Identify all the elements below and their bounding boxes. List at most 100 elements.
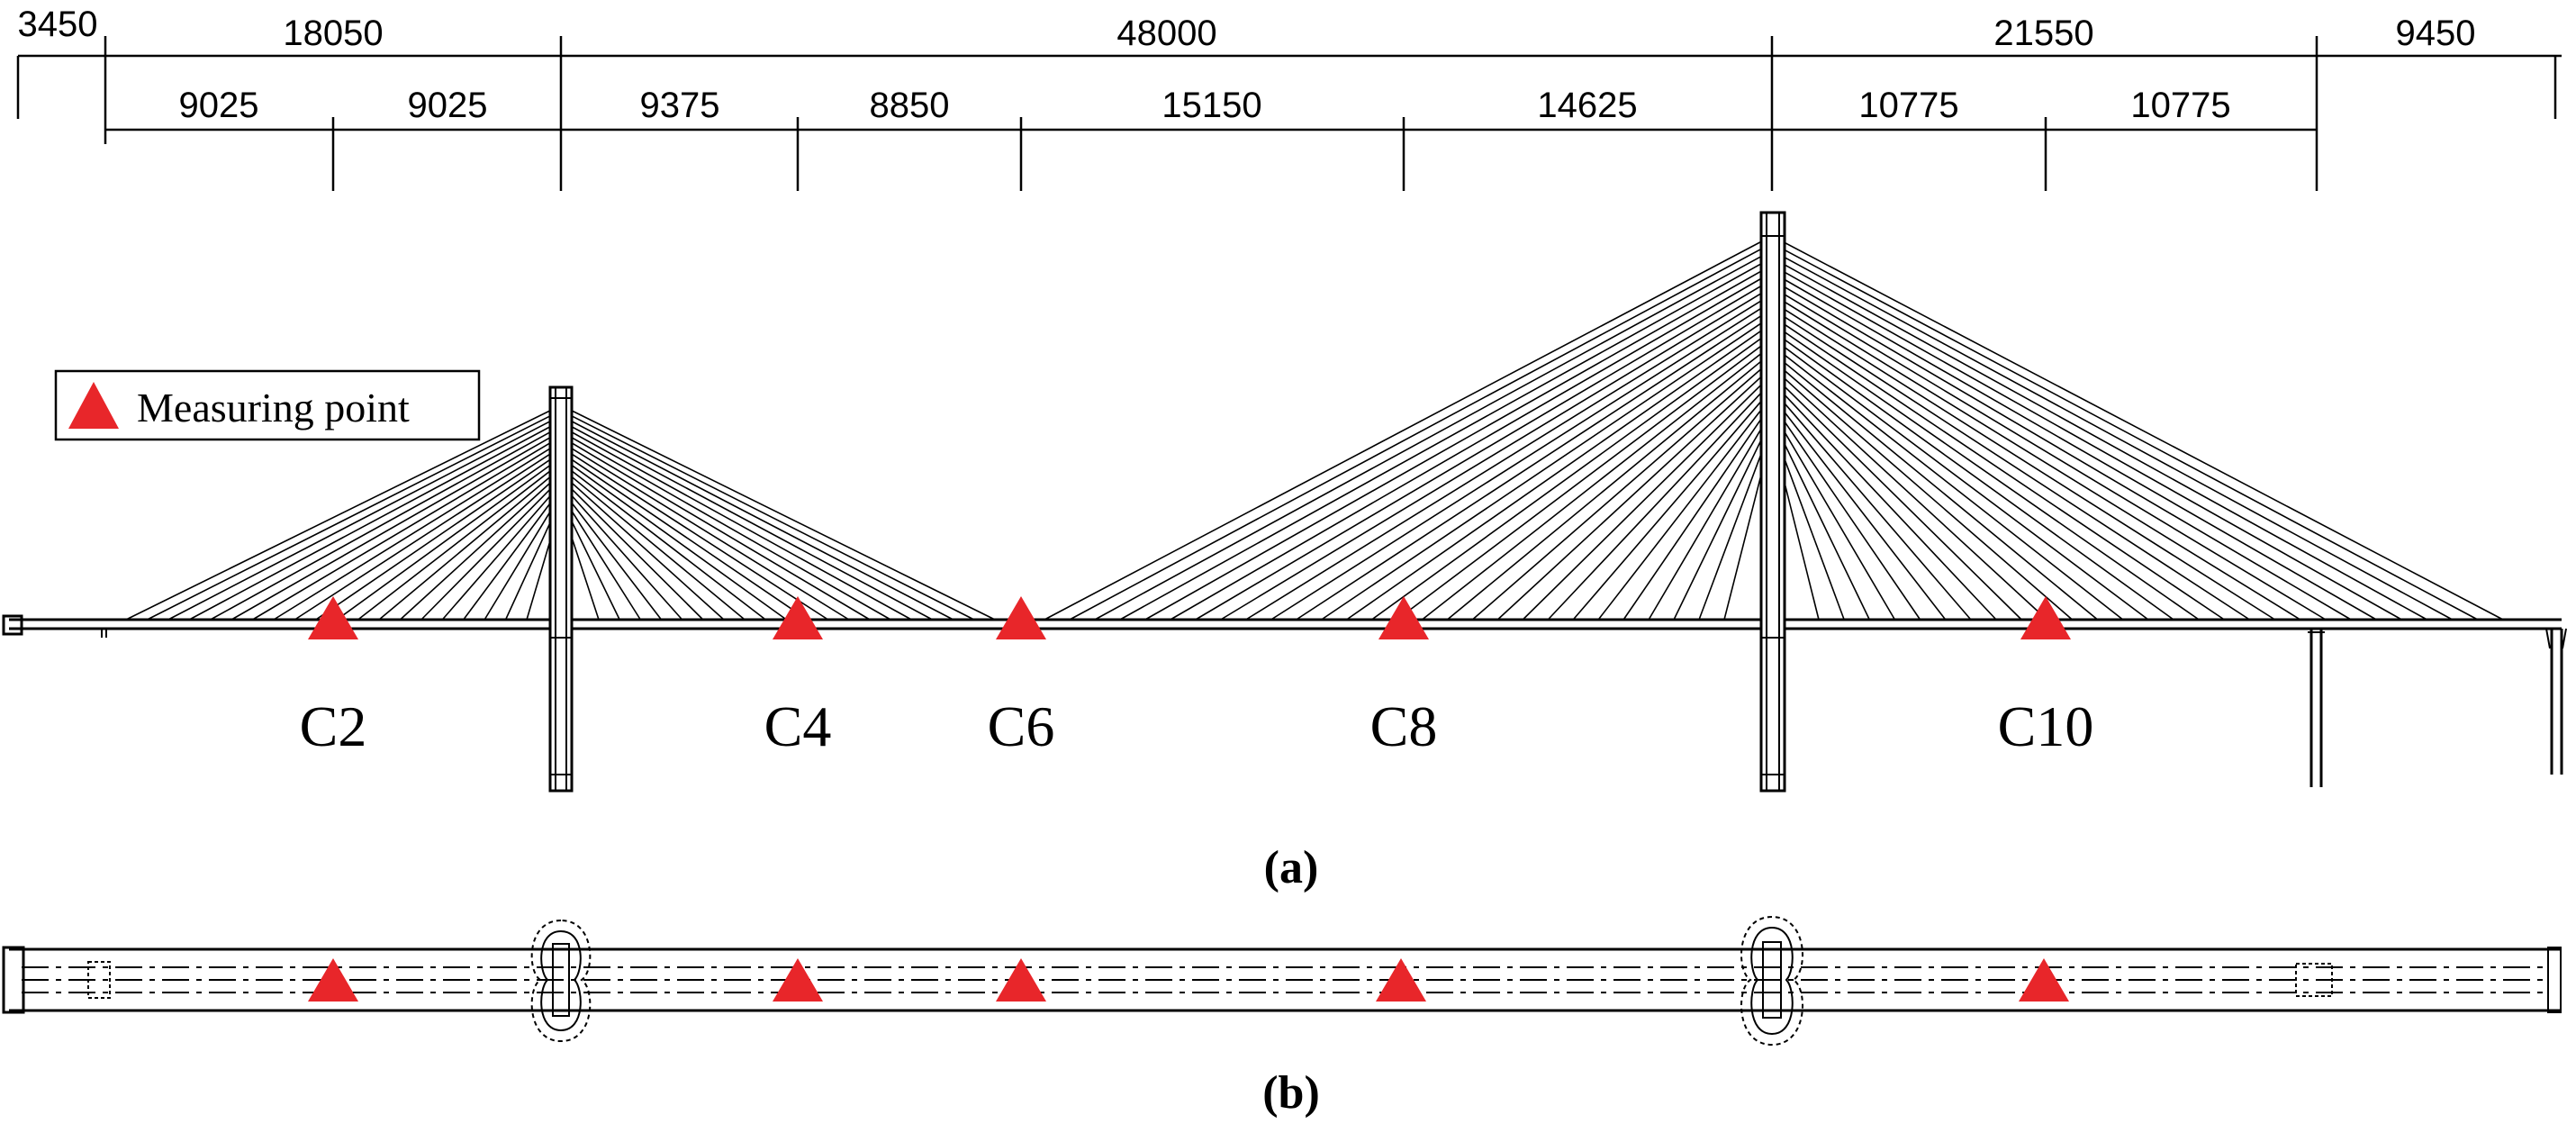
plan-marker-c4 [773,958,823,1002]
cable-right-main-8 [1220,286,1773,621]
cable-right-main-23 [1597,395,1773,621]
plan-view: (b) [2,915,2562,1119]
cable-right-back-23 [1771,395,1947,621]
cable-right-main-4 [1119,257,1773,621]
cable-left-main-3 [560,414,954,621]
cable-right-main-25 [1648,410,1773,621]
cable-right-back-4 [1771,257,2427,621]
cable-left-back-15 [420,477,562,621]
right-tower [1759,211,1786,793]
plan-tower-left [530,919,592,1043]
measuring-marker-c8 [1378,596,1429,639]
cable-left-main-4 [560,420,933,621]
legend: Measuring point [54,369,481,441]
cable-left-back-2 [147,410,562,621]
cable-left-main-7 [560,436,871,621]
cable-right-back-16 [1771,344,2124,621]
cable-right-main-16 [1421,344,1773,621]
cable-left-back-16 [441,483,562,621]
cable-left-main-10 [560,451,809,621]
cable-right-main-26 [1673,417,1773,621]
cable-left-back-3 [167,414,562,621]
cable-right-main-5 [1144,264,1773,621]
cable-left-back-12 [357,462,562,621]
cable-right-main-13 [1346,322,1773,621]
cable-left-back-6 [230,431,562,621]
cable-right-main-14 [1371,330,1773,621]
dim-span-3: 9375 [640,86,720,125]
measuring-marker-c10 [2020,596,2071,639]
cable-right-back-1 [1771,235,2504,621]
cable-left-back-17 [463,488,562,621]
plan-marker-c10 [2019,958,2069,1002]
cable-left-back-9 [294,446,562,621]
cable-right-back-17 [1771,351,2099,621]
cable-right-back-15 [1771,337,2149,621]
plan-marker-c8 [1376,958,1426,1002]
cable-left-back-18 [484,494,562,621]
plan-marker-c2 [308,958,358,1002]
cable-left-back-4 [188,420,562,621]
cable-right-main-21 [1547,380,1773,621]
measuring-markers-elevation [308,596,2071,639]
cable-right-main-1 [1044,235,1773,621]
cable-left-back-14 [399,472,562,621]
measuring-marker-c6 [996,596,1046,639]
cable-right-back-12 [1771,315,2225,621]
measuring-marker-c4 [773,596,823,639]
cable-right-main-2 [1069,242,1773,621]
cable-left-main-15 [560,477,704,621]
cable-left-back-1 [125,404,562,621]
legend-label: Measuring point [137,385,410,431]
dim-span-1: 9025 [179,86,259,125]
cable-left-main-18 [560,493,641,621]
cable-left-main-16 [560,483,683,621]
label-c10: C10 [1998,694,2094,758]
cable-right-back-22 [1771,388,1972,621]
cable-right-back-25 [1771,410,1896,621]
cable-left-main-6 [560,431,891,621]
cable-right-main-10 [1270,300,1773,621]
cable-right-back-19 [1771,366,2047,621]
cable-right-back-11 [1771,308,2250,621]
cable-right-back-2 [1771,242,2479,621]
cable-left-main-5 [560,425,912,621]
label-c8: C8 [1370,694,1438,758]
auxiliary-pier-1 [2308,629,2325,787]
cable-right-main-7 [1195,278,1773,621]
elevation-view: C2 C4 C6 C8 C10 Measuring point (a) [2,211,2567,893]
label-c2: C2 [300,694,367,758]
dim-top-5: 9450 [2396,14,2476,53]
cable-left-main-9 [560,446,829,621]
plan-deck [2,946,2562,1014]
end-pier [2545,628,2567,775]
cable-right-back-18 [1771,358,2074,621]
cable-left-main-8 [560,440,850,621]
label-c6: C6 [988,694,1055,758]
cable-left-main-13 [560,467,746,621]
cable-left-back-11 [336,457,562,621]
dim-top-4: 21550 [1993,14,2093,53]
dim-span-4: 8850 [870,86,950,125]
cable-right-main-20 [1522,373,1773,621]
cable-right-main-24 [1622,403,1773,621]
cable-right-back-6 [1771,271,2377,621]
dim-top-2: 18050 [283,14,383,53]
cable-left-main-12 [560,462,766,621]
cable-right-back-13 [1771,322,2200,621]
dim-top-1: 3450 [18,5,98,44]
cable-right-back-26 [1771,417,1871,621]
stay-cables [125,235,2504,621]
cable-right-main-22 [1572,388,1773,621]
cable-left-back-5 [210,425,562,621]
bridge-deck [2,614,2562,638]
plan-tower-right [1740,915,1803,1047]
cable-left-main-1 [560,404,996,621]
caption-b: (b) [1262,1067,1320,1119]
left-tower [548,385,574,793]
measuring-markers-plan [308,958,2069,1002]
cable-right-main-3 [1094,249,1773,621]
cable-right-main-18 [1471,358,1773,621]
label-c4: C4 [764,694,832,758]
cable-right-main-11 [1296,308,1773,621]
